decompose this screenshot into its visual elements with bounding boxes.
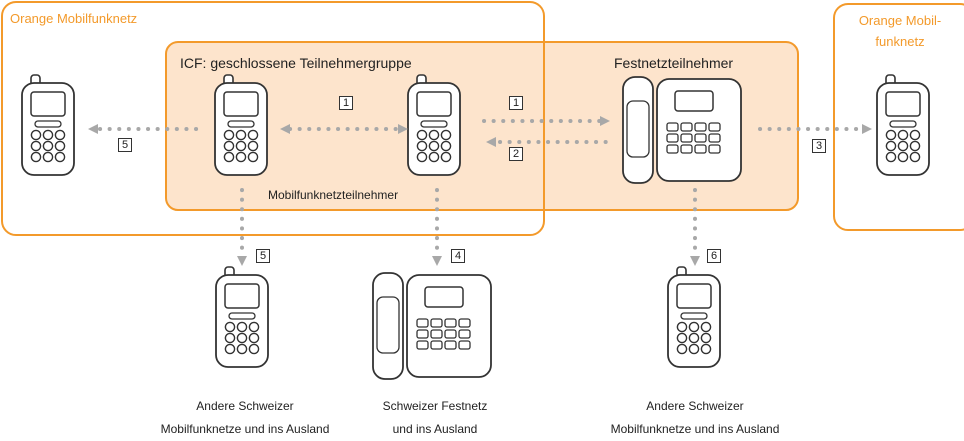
badge-3: 3 xyxy=(812,139,826,153)
mobile-outer-right xyxy=(876,74,930,176)
caption-right-line2: Mobilfunknetze und ins Ausland xyxy=(610,422,780,436)
deskphone-fixed-subscriber xyxy=(622,76,742,184)
arrowhead-icf-a-right xyxy=(280,124,290,134)
orange-network-left-title: Orange Mobilfunknetz xyxy=(10,11,138,26)
caption-right: Andere Schweizer Mobilfunknetze und ins … xyxy=(580,395,810,441)
badge-5-down: 5 xyxy=(256,249,270,263)
badge-6-down: 6 xyxy=(707,249,721,263)
arrowhead-left-outer xyxy=(88,124,98,134)
orange-network-right-region xyxy=(833,3,964,231)
mobile-bottom-right xyxy=(667,266,721,368)
mobile-icf-b xyxy=(407,74,461,176)
deskphone-bottom-mid xyxy=(372,272,492,380)
caption-mid-line1: Schweizer Festnetz xyxy=(382,399,488,413)
arrowhead-down-right xyxy=(690,256,700,266)
caption-mid: Schweizer Festnetz und ins Ausland xyxy=(340,395,530,441)
arrowhead-outer-right xyxy=(862,124,872,134)
orange-network-left-region xyxy=(1,1,545,236)
badge-5-left: 5 xyxy=(118,138,132,152)
arrowhead-icf-b-lower xyxy=(486,137,496,147)
badge-4-down: 4 xyxy=(451,249,465,263)
mobile-bottom-left xyxy=(215,266,269,368)
arrowhead-fixed-upper xyxy=(600,116,610,126)
orange-network-right-title-line2: funknetz xyxy=(875,34,925,49)
mobile-subscribers-label: Mobilfunknetzteilnehmer xyxy=(268,188,399,202)
badge-1-icf: 1 xyxy=(339,96,353,110)
caption-left: Andere Schweizer Mobilfunknetze und ins … xyxy=(130,395,360,441)
caption-left-line1: Andere Schweizer xyxy=(196,399,294,413)
mobile-outer-left xyxy=(21,74,75,176)
orange-network-right-title-line1: Orange Mobil- xyxy=(858,13,942,28)
arrowhead-icf-b-left xyxy=(398,124,408,134)
fixed-subscriber-title: Festnetzteilnehmer xyxy=(614,55,734,71)
arrowhead-down-mid xyxy=(432,256,442,266)
badge-2-fixed-lower: 2 xyxy=(509,147,523,161)
caption-right-line1: Andere Schweizer xyxy=(646,399,744,413)
arrowhead-down-left xyxy=(237,256,247,266)
icf-group-title: ICF: geschlossene Teilnehmergruppe xyxy=(180,55,412,71)
caption-mid-line2: und ins Ausland xyxy=(392,422,478,436)
mobile-icf-a xyxy=(214,74,268,176)
badge-1-fixed-upper: 1 xyxy=(509,96,523,110)
caption-left-line2: Mobilfunknetze und ins Ausland xyxy=(160,422,330,436)
